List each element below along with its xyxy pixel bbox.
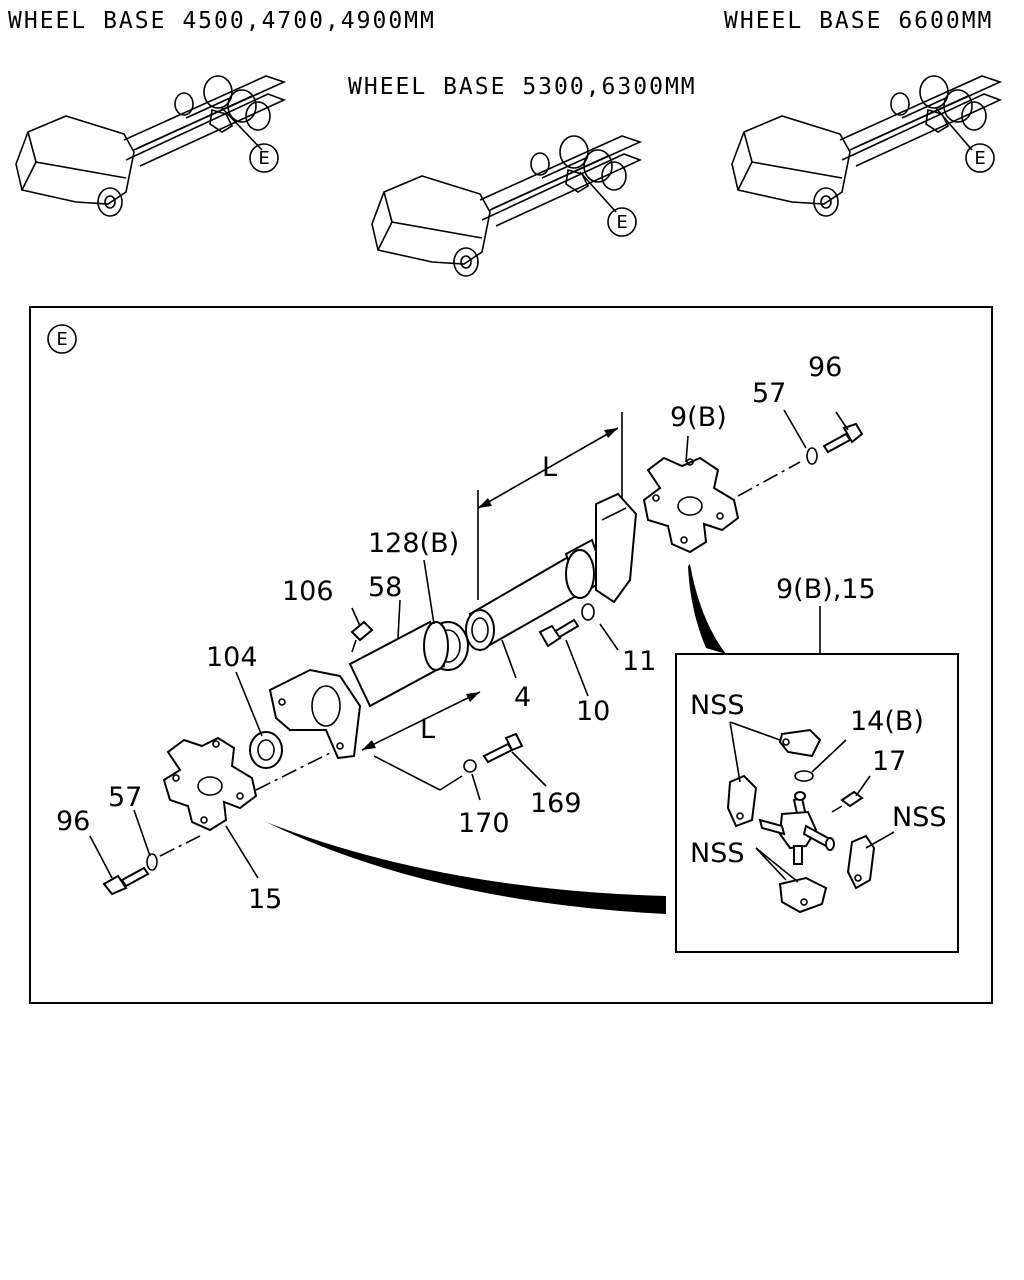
label-96-bottom: 96 (56, 806, 90, 837)
front-yoke (268, 668, 362, 760)
label-57-top: 57 (752, 378, 786, 409)
label-4: 4 (514, 682, 531, 713)
detail-marker-label: E (56, 329, 67, 350)
label-170: 170 (458, 808, 510, 839)
wheelbase-header-right: WHEEL BASE 6600MM (724, 8, 994, 34)
shaft-tube-58 (348, 620, 449, 708)
truck-thumbnail-left: E (15, 75, 285, 217)
detail-frame (29, 306, 993, 1004)
label-9b-15: 9(B),15 (776, 574, 876, 605)
washer-170 (463, 759, 477, 773)
bearing-cap-nss-right (846, 834, 876, 890)
callout-arrow-upper (688, 564, 726, 654)
bolt-169 (482, 732, 524, 764)
label-10: 10 (576, 696, 610, 727)
spider-cross (758, 791, 835, 865)
callout-arrow-lower (266, 822, 666, 914)
bolt-96-bottom (102, 866, 150, 896)
bearing-cap-nss-left (726, 774, 758, 828)
grease-fitting-106 (350, 620, 374, 653)
inset-frame (675, 653, 959, 953)
washer-14b (794, 770, 814, 782)
label-104: 104 (206, 642, 258, 673)
washer-11 (581, 603, 595, 621)
truck-thumbnail-right: E (731, 75, 1001, 217)
label-11: 11 (622, 646, 656, 677)
washer-57-bottom (146, 853, 158, 871)
detail-callout-e-circle (249, 143, 279, 173)
bearing-104 (249, 731, 283, 769)
label-nss-top: NSS (690, 690, 744, 721)
label-l-top: L (542, 452, 557, 483)
label-nss-right: NSS (892, 802, 946, 833)
bolt-10 (538, 618, 580, 648)
label-58: 58 (368, 572, 402, 603)
universal-joint-bottom (162, 736, 258, 832)
truck-thumbnail-center: E (371, 135, 641, 277)
detail-callout-e-circle (607, 207, 637, 237)
label-169: 169 (530, 788, 582, 819)
detail-callout-e-label: E (258, 148, 269, 169)
wheelbase-header-center: WHEEL BASE 5300,6300MM (348, 74, 697, 100)
label-96-top: 96 (808, 352, 842, 383)
bolt-96-top (822, 422, 864, 454)
label-57-bottom: 57 (108, 782, 142, 813)
label-15: 15 (248, 884, 282, 915)
propeller-shaft-slip-assembly (465, 492, 638, 651)
bearing-cap-nss-bottom (778, 876, 828, 914)
detail-callout-e-label: E (974, 148, 985, 169)
bearing-cap-nss-top (778, 728, 822, 758)
label-17: 17 (872, 746, 906, 777)
washer-57-top (806, 447, 818, 465)
universal-joint-top (642, 456, 740, 554)
label-128b: 128(B) (368, 528, 459, 559)
label-14b: 14(B) (850, 706, 924, 737)
detail-marker-circle (47, 324, 77, 354)
detail-callout-e-label: E (616, 212, 627, 233)
wheelbase-header-left: WHEEL BASE 4500,4700,4900MM (8, 8, 436, 34)
label-106: 106 (282, 576, 334, 607)
label-nss-left: NSS (690, 838, 744, 869)
detail-callout-e-circle (965, 143, 995, 173)
label-9b-top: 9(B) (670, 402, 727, 433)
label-l-bottom: L (420, 714, 435, 745)
